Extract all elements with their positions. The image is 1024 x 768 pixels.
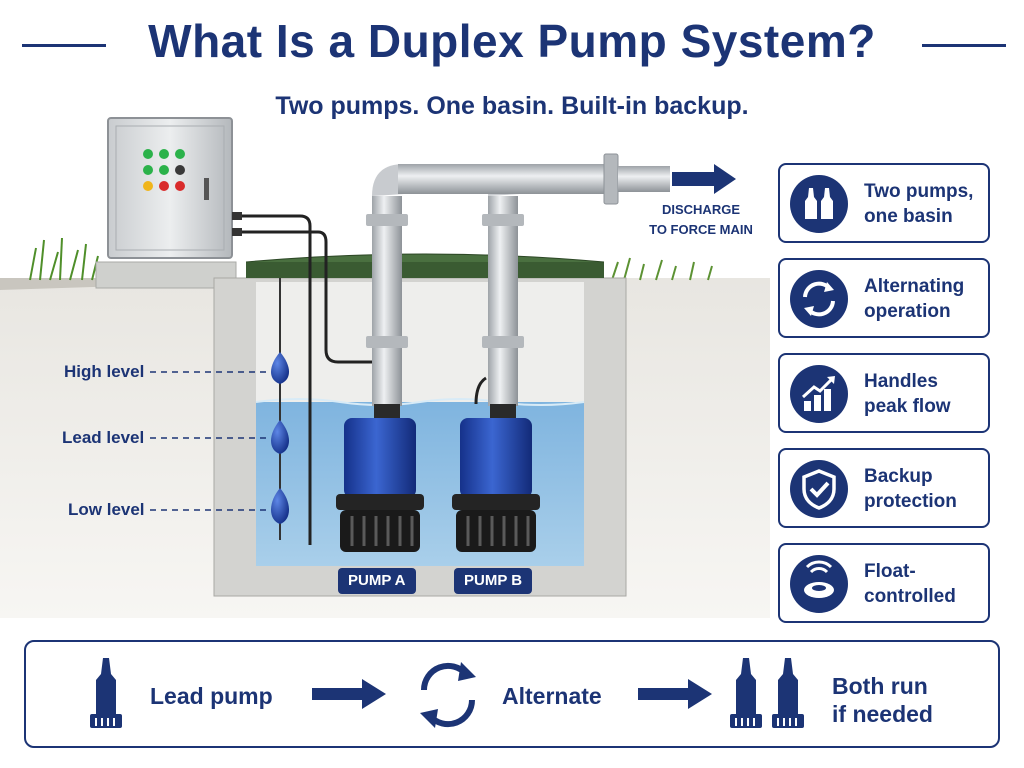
step-both-run-line2: if needed	[832, 701, 933, 727]
two-pumps-icon	[790, 175, 848, 233]
feature-label: Float- controlled	[864, 559, 984, 609]
page-subtitle: Two pumps. One basin. Built-in backup.	[275, 92, 749, 120]
control-panel	[107, 117, 242, 259]
alternate-cycle-icon	[420, 662, 476, 728]
feature-line2: protection	[864, 491, 957, 512]
pump-station-diagram	[0, 117, 770, 618]
alternating-arrows-icon	[790, 270, 848, 328]
discharge-label-line1: DISCHARGE	[661, 202, 740, 217]
discharge-label: DISCHARGE TO FORCE MAIN	[636, 200, 766, 240]
float-signal-icon	[790, 555, 848, 613]
rising-bars-icon	[790, 365, 848, 423]
feature-card-backup: Backup protection	[778, 448, 990, 528]
title-rule-right	[922, 44, 1006, 47]
feature-label: Alternating operation	[864, 274, 984, 324]
feature-line1: Two pumps,	[864, 181, 974, 202]
feature-card-alternating: Alternating operation	[778, 258, 990, 338]
operation-sequence-panel	[24, 640, 1000, 748]
lead-pump-icon	[90, 658, 122, 728]
discharge-piping	[366, 153, 670, 406]
float-label-lead: Lead level	[62, 428, 145, 447]
feature-line1: Handles	[864, 371, 938, 392]
discharge-arrow	[672, 164, 736, 194]
step-alternate: Alternate	[502, 683, 602, 709]
both-pumps-icon	[730, 658, 804, 728]
feature-line2: one basin	[864, 206, 953, 227]
float-switches	[271, 352, 289, 524]
pump-b	[452, 404, 540, 552]
feature-label: Two pumps, one basin	[864, 179, 984, 229]
feature-label: Backup protection	[864, 464, 984, 514]
arrow-right-icon	[312, 679, 386, 709]
page-title: What Is a Duplex Pump System?	[148, 15, 876, 67]
feature-card-two-pumps: Two pumps, one basin	[778, 163, 990, 243]
pump-a	[336, 404, 424, 552]
feature-line1: Float-	[864, 561, 916, 582]
feature-card-float: Float- controlled	[778, 543, 990, 623]
pump-b-label: PUMP B	[454, 568, 533, 594]
arrow-right-icon	[638, 679, 712, 709]
feature-line2: controlled	[864, 586, 956, 607]
discharge-label-line2: TO FORCE MAIN	[649, 222, 753, 237]
step-both-run: Both run if needed	[832, 672, 933, 728]
feature-line2: peak flow	[864, 396, 951, 417]
step-both-run-line1: Both run	[832, 673, 928, 699]
feature-line2: operation	[864, 301, 951, 322]
feature-line1: Alternating	[864, 276, 965, 297]
basin-lid	[246, 262, 604, 278]
grass-right	[611, 257, 713, 281]
float-label-high: High level	[64, 362, 145, 381]
feature-label: Handles peak flow	[864, 369, 984, 419]
step-lead-pump: Lead pump	[150, 683, 273, 709]
title-area: What Is a Duplex Pump System?	[0, 10, 1024, 74]
title-rule-left	[22, 44, 106, 47]
grass-left	[29, 237, 99, 281]
shield-check-icon	[790, 460, 848, 518]
feature-card-peak-flow: Handles peak flow	[778, 353, 990, 433]
feature-line1: Backup	[864, 466, 933, 487]
float-label-low: Low level	[68, 500, 145, 519]
sequence-graphics	[90, 658, 804, 728]
pump-a-label: PUMP A	[338, 568, 416, 594]
